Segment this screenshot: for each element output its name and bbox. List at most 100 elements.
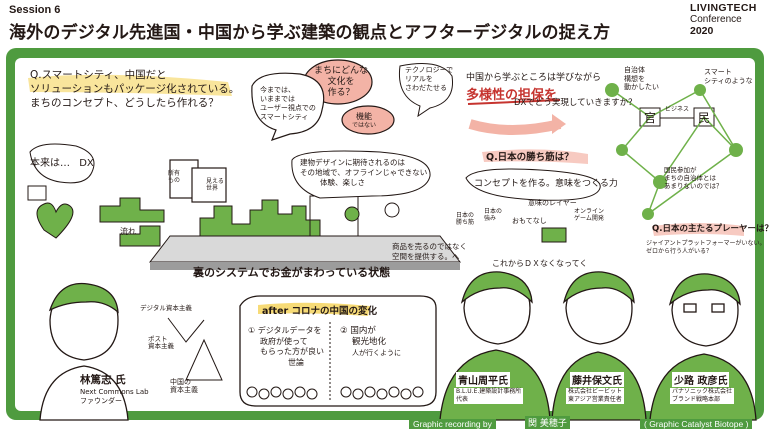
note-imamade-l1: 今までは、: [260, 86, 295, 94]
note-jichitai-l1: 自治体: [624, 66, 645, 74]
note-change-2-l3: 人が行くように: [352, 349, 401, 357]
note-miru-l2: 世界: [206, 185, 219, 192]
logo-line-1: LIVINGTECH: [690, 2, 757, 14]
watering-can-icon: [27, 185, 47, 201]
note-q-smartcity: Q.スマートシティ、中国だと ソリューションもパッケージ化されている。 まちのコ…: [30, 68, 239, 110]
note-post-shihon: ポスト 資本主義: [148, 336, 174, 350]
note-nihon-2: 日本の 強み: [484, 208, 502, 222]
speaker-name-aoyama: 青山周平氏: [456, 372, 510, 387]
note-nihon-2-l2: 強み: [484, 215, 497, 222]
note-technology-l2: リアルを: [405, 75, 433, 83]
note-machi-bunka-l3: 作る？: [327, 88, 355, 98]
note-online-l1: オンライン: [574, 208, 605, 215]
speaker-affil-hayashi-l2: ファウンダー: [80, 397, 122, 405]
footer-signature: 関 美穂子: [525, 416, 570, 429]
note-technology-l3: さわだたせる: [405, 84, 447, 92]
platform-bottom: [150, 262, 460, 270]
note-shouhin-l1: 商品を売るのではなく: [392, 242, 467, 251]
note-syoyuu-l1: 所有: [168, 170, 181, 177]
note-kenchiku-kitai: 建物デザインに期待されるのは その地域で、オフラインじゃできない 体験、楽しさ: [300, 158, 427, 188]
note-miru: 見える 世界: [206, 178, 224, 192]
speaker-name-hayashi: 林篤志 氏: [80, 374, 126, 386]
green-city-buildings: [199, 199, 321, 237]
person-head-1: [344, 206, 360, 222]
page-title: 海外のデジタル先進国・中国から学ぶ建築の観点とアフターデジタルの捉え方: [9, 23, 611, 43]
note-q-kachisuji: Q.日本の勝ち筋は？: [486, 152, 574, 163]
speaker-portrait-hayashi: [39, 282, 129, 421]
speaker-affil-aoyama-l2: 代表: [456, 396, 469, 403]
note-kokumin-l2: まちの自治体とは: [664, 174, 716, 182]
note-change-1-l3: もらった方が良い: [260, 347, 324, 356]
note-syoyuu: 所有 もの: [168, 170, 180, 184]
note-change-1-l4: 世論: [288, 357, 304, 367]
note-online: オンライン ゲーム開発: [574, 208, 604, 222]
speech-bubble-honrai: [29, 143, 95, 184]
note-machi-bunka-l1: まちにどんな: [314, 66, 369, 76]
green-blocks: [99, 197, 165, 223]
note-kokumin-l1: 国民参加が: [664, 166, 697, 174]
note-omotenashi: おもてなし: [512, 217, 547, 225]
note-china-shihon: 中国の 資本主義: [170, 378, 198, 394]
note-change-2-l1: ② 国内が: [340, 326, 376, 336]
note-online-l2: ゲーム開発: [574, 215, 604, 222]
speaker-affil-shoji: パナソニック株式会社 ブランド戦略本部: [670, 388, 735, 404]
note-dx-jitsugen: DXでどう実現していきますか？: [514, 98, 637, 108]
note-change-1-l2: 政府が使って: [260, 336, 308, 346]
yellow-highlight-q1: [28, 74, 232, 96]
speaker-name-fujii: 藤井保文氏: [570, 372, 624, 387]
note-smart-city-small: スマート シティのような: [704, 68, 753, 85]
pink-highlight-q2: [482, 149, 588, 164]
note-imamade-l4: スマートシティ: [260, 113, 309, 121]
note-kinou-l1: 機能: [356, 112, 372, 121]
note-concept-imi: コンセプトを作る。意味をつくる力: [474, 179, 618, 189]
logo-line-3: 2020: [690, 24, 714, 37]
kan-label: 官: [644, 111, 657, 125]
note-nihon-1-l1: 日本の: [456, 212, 475, 219]
bridge-label: ビジネス: [665, 106, 690, 113]
logo-line-2: Conference: [690, 13, 742, 25]
note-honrai-l2: DX: [79, 158, 94, 169]
note-q-smartcity-l3: まちのコンセプト、どうしたら作れる？: [30, 97, 219, 109]
note-china-learn: 中国から学ぶところは学びながら: [466, 73, 602, 83]
note-korekara: これからＤＸなくなってく: [492, 259, 588, 268]
speech-bubble-building: [291, 150, 431, 199]
speaker-affil-shoji-l1: パナソニック株式会社: [672, 388, 733, 395]
speaker-affil-fujii: 株式会社ビービット 東アジア営業責任者: [566, 388, 625, 404]
note-shouhin: 商品を売るのではなく 空間を提供する。へ: [392, 242, 467, 262]
lower-grey-band: [160, 270, 410, 286]
heart-sprout: [36, 202, 74, 239]
note-kinou-l2: ではない: [352, 122, 377, 129]
note-ura-system: 裏のシステムでお金がまわっている状態: [193, 266, 391, 279]
speaker-name-shoji: 少路 政彦氏: [672, 372, 730, 387]
note-post-shihon-l2: 資本主義: [148, 342, 174, 350]
note-tayousei: 多様性の担保を: [466, 88, 558, 103]
note-machi-bunka-l2: 文化を: [327, 77, 355, 87]
session-label: Session 6: [9, 4, 61, 16]
note-miru-l1: 見える: [206, 178, 224, 185]
note-jichitai-l3: 動かしたい: [624, 83, 659, 91]
note-honrai: 本来は… DX: [30, 154, 94, 169]
red-underline: [467, 99, 561, 105]
speaker-affil-fujii-l2: 東アジア営業責任者: [568, 396, 622, 403]
note-q-smartcity-l2: ソリューションもパッケージ化されている。: [30, 83, 240, 95]
speaker-affil-aoyama-l1: B.L.U.E.建築設計事務所: [456, 388, 522, 395]
person-head-2: [384, 202, 400, 218]
note-player-answer: ジャイアントプラットフォーマーがいない。 ゼロから行う人がいる？: [646, 240, 765, 256]
note-player-answer-l2: ゼロから行う人がいる？: [646, 248, 713, 255]
note-change-2: ② 国内が 観光地化 人が行くように: [340, 326, 401, 359]
note-change-2-l2: 観光地化: [352, 337, 387, 347]
note-digital-shihon: デジタル資本主義: [140, 304, 192, 312]
note-imamade-l2: いままでは: [260, 95, 295, 103]
note-jichitai-l2: 構想を: [624, 74, 645, 83]
footer-credit: Graphic recording by: [409, 419, 496, 429]
note-kenchiku-kitai-l1: 建物デザインに期待されるのは: [300, 158, 405, 167]
note-kenchiku-kitai-l2: その地域で、オフラインじゃできない: [300, 168, 428, 177]
note-nihon-1: 日本の 勝ち筋: [456, 212, 474, 226]
speech-bubble-imamade: [251, 72, 325, 141]
speaker-affil-shoji-l2: ブランド戦略本部: [672, 396, 721, 403]
pink-arrow: [468, 119, 562, 135]
note-machi-bunka: まちにどんな 文化を 作る？: [314, 66, 368, 99]
note-post-shihon-l1: ポスト: [148, 335, 168, 343]
